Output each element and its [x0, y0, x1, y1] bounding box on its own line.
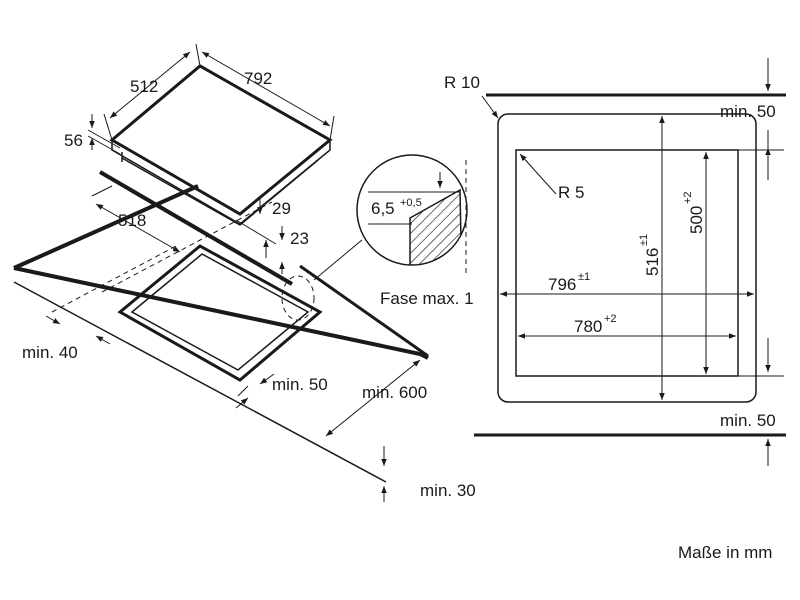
worktop-back-edge — [98, 170, 294, 286]
leader-r10 — [481, 95, 499, 119]
dim-line-min600 — [325, 359, 421, 437]
detail-height-tolerance: +0,5 — [400, 197, 422, 209]
detail-height-value: 6,5 — [371, 199, 395, 218]
dim-line-792 — [201, 51, 331, 127]
dim-label-780: 780 — [574, 317, 602, 336]
dim-label-29: 29 — [272, 199, 291, 218]
ext-line — [329, 115, 335, 141]
ext-line — [103, 113, 113, 141]
worktop-right-edge — [299, 264, 429, 358]
dim-arrow-min40-right — [95, 335, 111, 345]
hidden-line — [51, 245, 177, 313]
dim-label-min30: min. 30 — [420, 481, 476, 500]
radius-label-r5: R 5 — [558, 183, 584, 202]
dim-tol-516: ±1 — [638, 234, 650, 246]
dim-line-512 — [109, 51, 191, 119]
dim-label-23: 23 — [290, 229, 309, 248]
perspective-view: 512 792 56 29 23 518 — [13, 43, 476, 502]
worktop-section-hatch — [409, 188, 463, 265]
clearance-label-top: min. 50 — [720, 102, 776, 121]
dim-label-56: 56 — [64, 131, 83, 150]
dim-label-792: 792 — [244, 69, 272, 88]
ext-line — [87, 135, 121, 155]
dim-label-min600: min. 600 — [362, 383, 427, 402]
dim-label-796: 796 — [548, 275, 576, 294]
dim-arrow-min40-left — [45, 315, 61, 325]
units-note: Maße in mm — [678, 543, 772, 562]
hob-side-edge — [111, 140, 331, 225]
leader-line — [313, 239, 363, 281]
detail-marker — [281, 275, 315, 321]
dim-label-min40: min. 40 — [22, 343, 78, 362]
leader-r5 — [519, 153, 557, 195]
plan-view: min. 50 min. 50 R 10 R 5 796 ±1 780 +2 5… — [444, 58, 786, 466]
dim-arrow-min50-b — [259, 373, 275, 385]
ext-line — [87, 129, 121, 149]
ext-line — [237, 385, 249, 397]
clearance-label-bottom: min. 50 — [720, 411, 776, 430]
ext-line — [195, 43, 201, 67]
ext-line — [91, 185, 113, 197]
cutout-inner-edge — [130, 253, 310, 371]
dim-label-518: 518 — [118, 211, 146, 230]
dim-line-518 — [95, 203, 181, 253]
dim-label-500: 500 — [687, 206, 706, 234]
dim-tol-500: +2 — [682, 191, 694, 204]
worktop-cutout — [117, 244, 323, 382]
worktop-top-surface — [13, 184, 199, 270]
edge-detail: 6,5 +0,5 Fase max. 1 — [313, 154, 474, 308]
hob-outline — [497, 113, 757, 403]
worktop-front-lower — [13, 281, 387, 483]
dim-arrow-min50 — [235, 397, 249, 409]
dim-label-min50: min. 50 — [272, 375, 328, 394]
cutout-outline — [515, 149, 739, 377]
dim-label-512: 512 — [130, 77, 158, 96]
dim-tol-796: ±1 — [578, 271, 590, 283]
radius-label-r10: R 10 — [444, 73, 480, 92]
hob-body-bottom — [121, 157, 319, 226]
dim-label-516: 516 — [643, 248, 662, 276]
detail-chamfer-label: Fase max. 1 — [380, 289, 474, 308]
dim-tol-780: +2 — [604, 313, 617, 325]
ext-line — [235, 219, 277, 245]
